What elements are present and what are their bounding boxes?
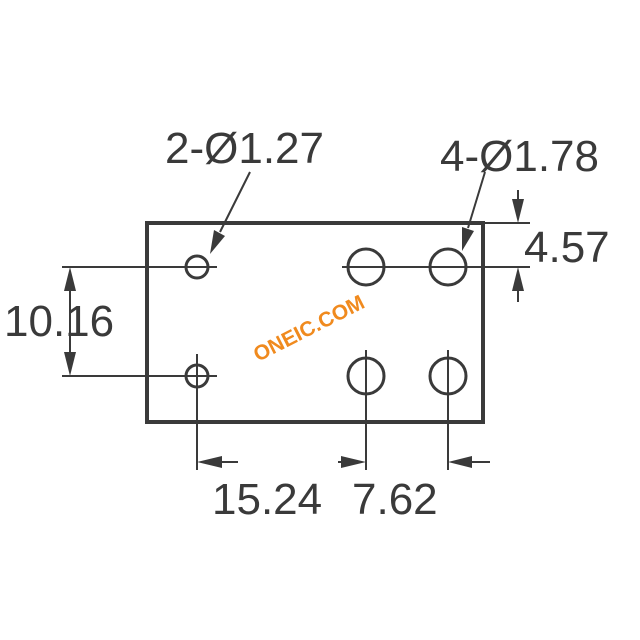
large-holes-label: 4-Ø1.78 — [440, 132, 599, 181]
leader-large-holes — [462, 171, 486, 251]
vertical-dim-label: 10.16 — [4, 297, 114, 346]
dimension-horizontal-15-24 — [197, 456, 366, 468]
horizontal-dim-right-label: 7.62 — [352, 475, 438, 524]
dimension-vertical-4-57 — [512, 190, 524, 302]
offset-dim-label: 4.57 — [524, 223, 610, 272]
package-outline — [145, 221, 485, 424]
dimension-vertical-10-16 — [64, 267, 76, 376]
horizontal-dim-left-label: 15.24 — [212, 475, 322, 524]
leader-small-holes — [210, 171, 251, 254]
center-lines — [62, 222, 530, 470]
small-holes-label: 2-Ø1.27 — [165, 124, 324, 173]
watermark-text: ONEIC.COM — [250, 291, 369, 367]
dimension-horizontal-7-62 — [448, 456, 490, 468]
